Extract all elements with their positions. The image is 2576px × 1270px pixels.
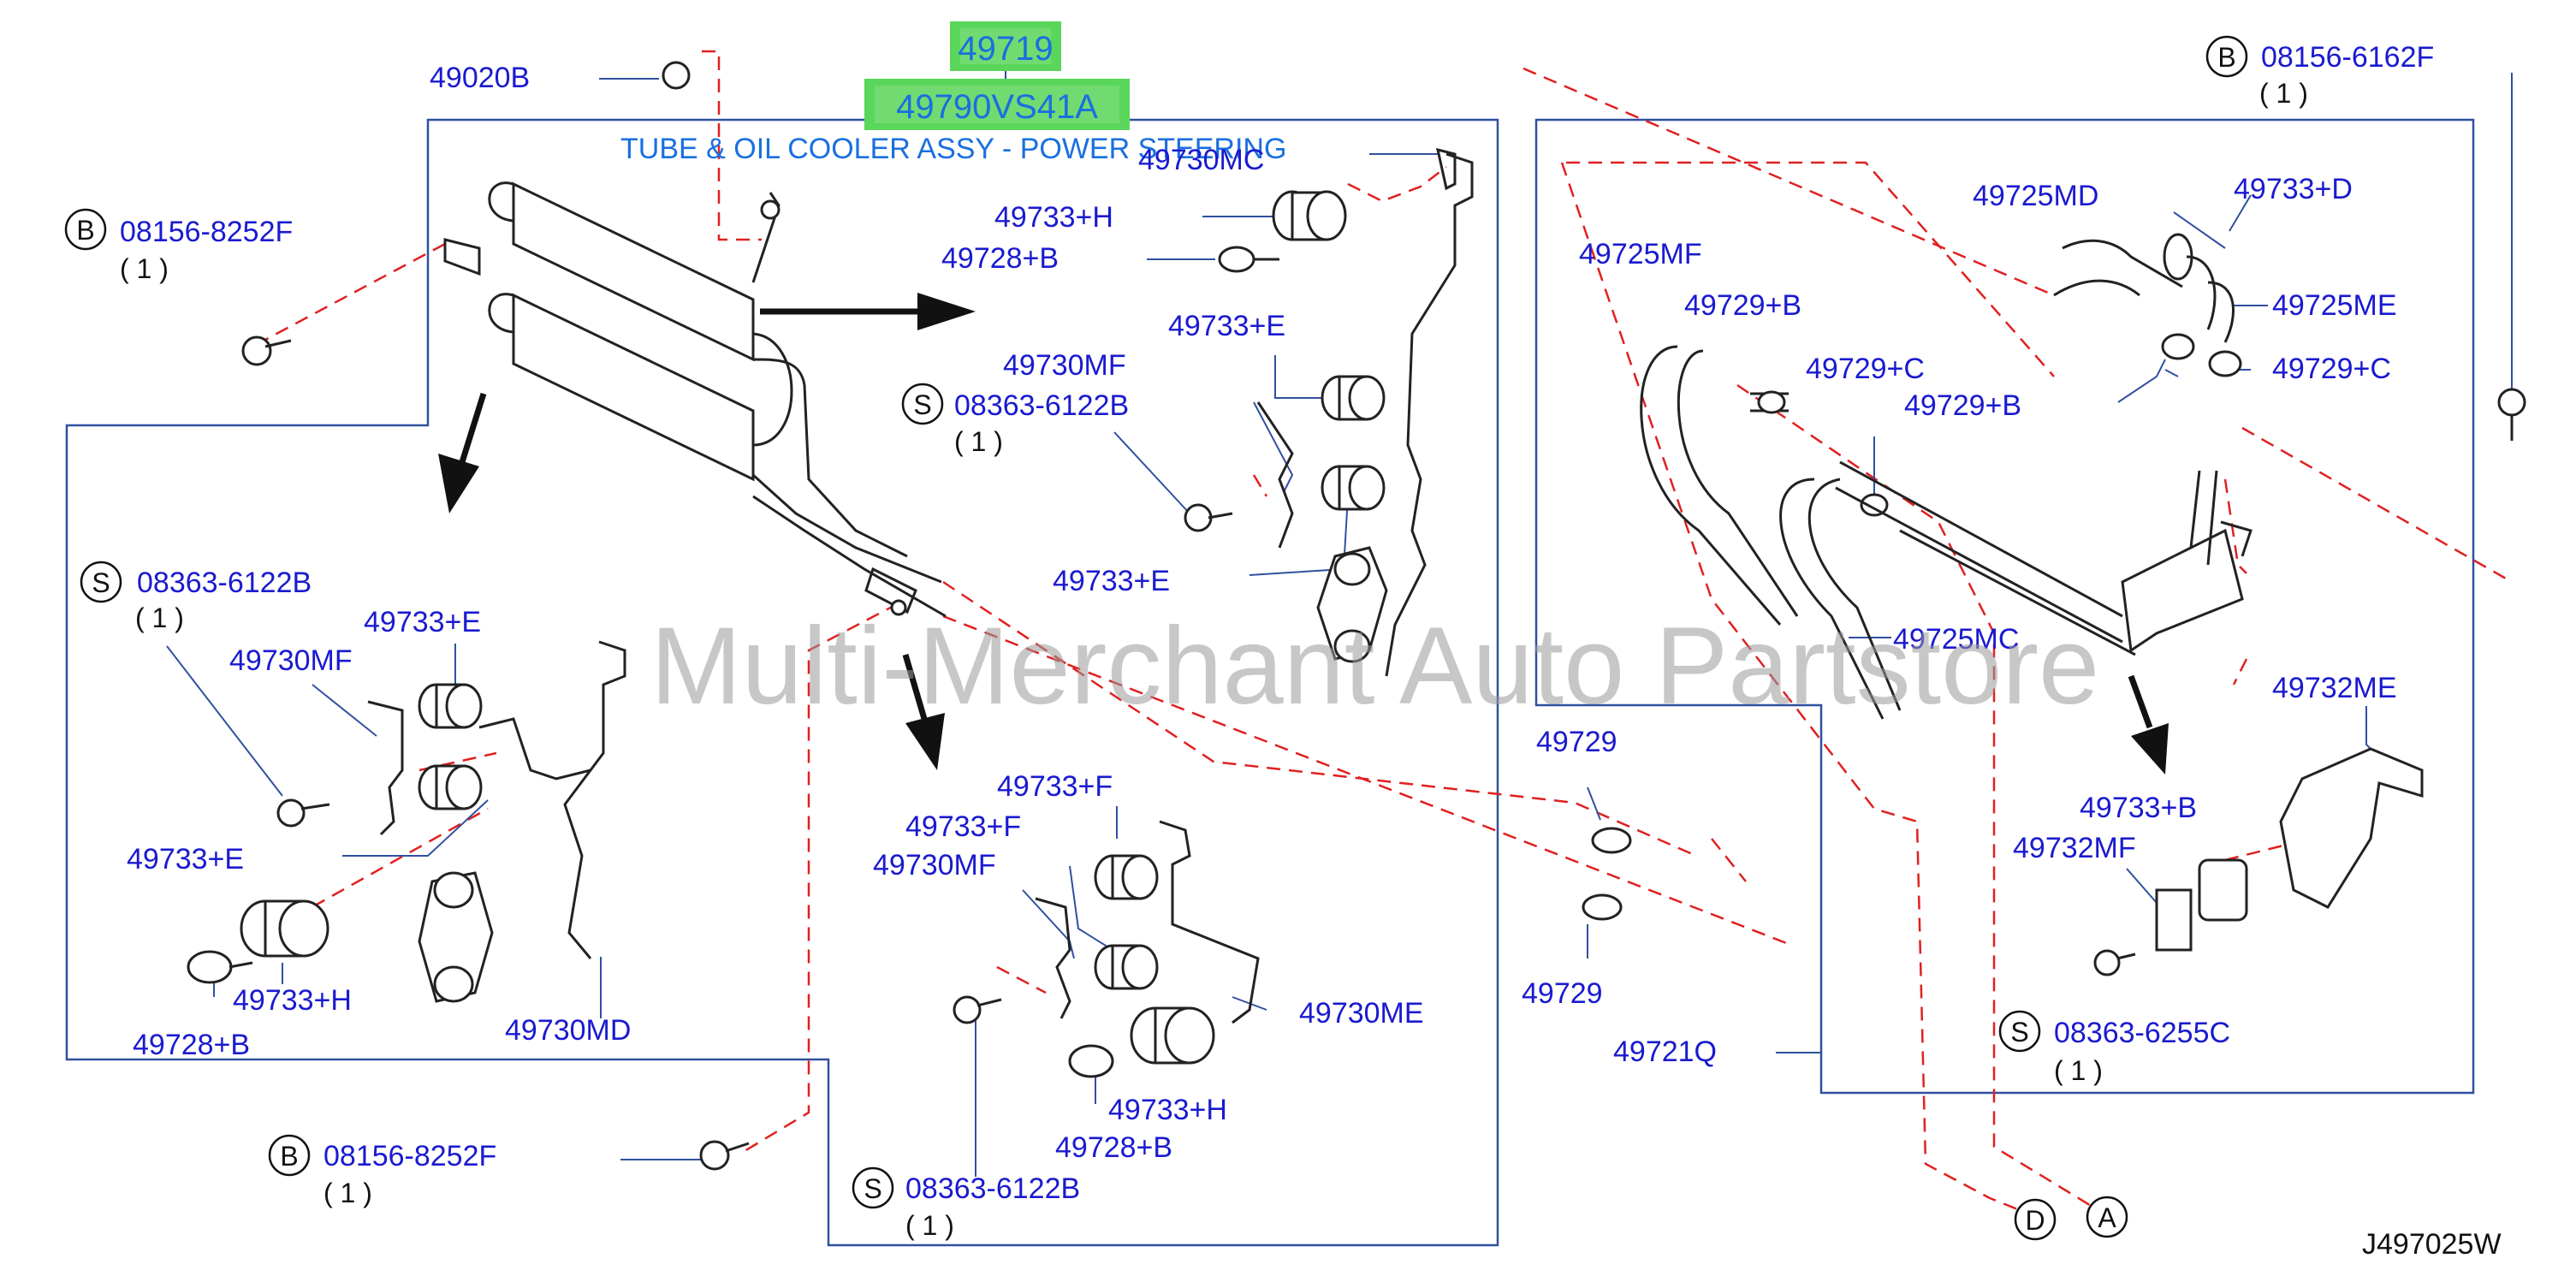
callout-s-left: S [80, 561, 122, 603]
label-08363-6122B-bottom[interactable]: 08363-6122B [905, 1172, 1080, 1205]
highlight-part-a[interactable]: 49719 [950, 21, 1061, 71]
highlight-part-b[interactable]: 49790VS41A [864, 79, 1130, 130]
label-49729-a[interactable]: 49729 [1536, 726, 1617, 758]
quantities: ( 1 ) ( 1 ) ( 1 ) ( 1 ) ( 1 ) ( 1 ) ( 1 … [120, 78, 2308, 1241]
label-49730MD[interactable]: 49730MD [505, 1014, 631, 1047]
label-08156-8252F-bottom-left[interactable]: 08156-8252F [323, 1140, 496, 1172]
label-49730MC[interactable]: 49730MC [1138, 144, 1264, 176]
label-08363-6255C[interactable]: 08363-6255C [2054, 1017, 2230, 1049]
label-08363-6122B-top[interactable]: 08363-6122B [954, 389, 1129, 422]
label-49733B[interactable]: 49733+B [2080, 792, 2197, 824]
arrow-down-left [438, 392, 487, 513]
label-08156-6162F[interactable]: 08156-6162F [2261, 41, 2434, 74]
label-49733E-left[interactable]: 49733+E [364, 606, 481, 638]
label-49733F-a[interactable]: 49733+F [997, 770, 1113, 803]
svg-text:A: A [2098, 1202, 2116, 1233]
label-49725MC[interactable]: 49725MC [1893, 623, 2019, 656]
highlight-part-b-text: 49790VS41A [896, 88, 1098, 126]
svg-text:B: B [280, 1141, 298, 1172]
bracket-group-top [1184, 147, 1474, 677]
callout-s-top: S [901, 383, 944, 425]
arrow-right [760, 293, 976, 330]
label-49733H-top[interactable]: 49733+H [994, 201, 1113, 234]
bolts [241, 61, 2526, 1171]
label-49730MF-left[interactable]: 49730MF [229, 644, 353, 677]
callout-s-bottom: S [852, 1166, 894, 1209]
label-49729B-a[interactable]: 49729+B [1684, 289, 1801, 322]
labels: TUBE & OIL COOLER ASSY - POWER STEERING … [120, 41, 2434, 1205]
label-49721Q[interactable]: 49721Q [1613, 1036, 1717, 1068]
callout-b-bottom-left: B [268, 1134, 311, 1177]
qty-08156-top-right: ( 1 ) [2259, 78, 2308, 109]
drawing-id: J497025W [2362, 1228, 2502, 1261]
label-49733E-mid[interactable]: 49733+E [1053, 565, 1170, 597]
qty-08363-bottom: ( 1 ) [905, 1210, 954, 1241]
qty-08156-top-left: ( 1 ) [120, 253, 169, 284]
bracket-group-bottom [953, 820, 1260, 1078]
label-08156-8252F-top-left[interactable]: 08156-8252F [120, 216, 293, 248]
label-49733E-top[interactable]: 49733+E [1168, 310, 1285, 342]
highlight-part-a-text: 49719 [958, 30, 1053, 68]
arrow-down-right [2128, 674, 2169, 774]
callout-d: D [2014, 1198, 2057, 1241]
svg-text:B: B [2217, 42, 2235, 73]
svg-text:S: S [913, 389, 931, 420]
callout-a: A [2086, 1196, 2128, 1238]
label-49733H-left[interactable]: 49733+H [233, 984, 352, 1017]
label-49728B-left[interactable]: 49728+B [133, 1029, 250, 1061]
svg-text:B: B [76, 215, 94, 246]
label-49732MF[interactable]: 49732MF [2013, 832, 2136, 864]
callout-b-top-right: B [2205, 35, 2248, 78]
label-49725ME[interactable]: 49725ME [2272, 289, 2397, 322]
frame-right-assembly [1534, 118, 2475, 1095]
watermark: Multi-Merchant Auto Partstore [650, 605, 2099, 727]
label-08363-6122B-left[interactable]: 08363-6122B [137, 567, 312, 599]
callout-s-right: S [1998, 1010, 2041, 1053]
oil-cooler-illustration [443, 181, 947, 618]
qty-08363-6255C: ( 1 ) [2054, 1055, 2103, 1086]
label-49728B-top[interactable]: 49728+B [941, 242, 1059, 275]
hose-group-right [1582, 233, 2424, 952]
label-49730MF-top[interactable]: 49730MF [1003, 349, 1126, 382]
label-49733F-b[interactable]: 49733+F [905, 810, 1021, 843]
qty-08156-bottom-left: ( 1 ) [323, 1178, 372, 1208]
label-49020B[interactable]: 49020B [430, 62, 530, 94]
label-49725MD[interactable]: 49725MD [1973, 180, 2098, 212]
callout-b-top-left: B [64, 208, 107, 251]
assembly-title[interactable]: TUBE & OIL COOLER ASSY - POWER STEERING [620, 133, 1286, 165]
label-49729C-b[interactable]: 49729+C [2272, 353, 2391, 385]
qty-08363-top: ( 1 ) [954, 426, 1003, 457]
label-49729C-a[interactable]: 49729+C [1806, 353, 1925, 385]
svg-text:S: S [2010, 1017, 2028, 1047]
label-49733D[interactable]: 49733+D [2234, 173, 2353, 205]
label-49733E-left2[interactable]: 49733+E [127, 843, 244, 875]
label-49733H-bottom[interactable]: 49733+H [1108, 1094, 1227, 1126]
label-49730ME[interactable]: 49730ME [1299, 997, 1424, 1030]
svg-text:S: S [92, 567, 110, 598]
routing-lines [252, 50, 2513, 1217]
callouts: B B B S S S S D [64, 35, 2248, 1241]
svg-text:S: S [864, 1173, 881, 1204]
qty-08363-left: ( 1 ) [135, 602, 184, 633]
frame-left-assembly [65, 118, 1499, 1247]
direction-arrows [438, 293, 2169, 774]
label-49730MF-bottom[interactable]: 49730MF [873, 849, 996, 881]
svg-text:D: D [2025, 1205, 2045, 1236]
label-49729B-b[interactable]: 49729+B [1904, 389, 2021, 422]
bracket-group-left [187, 640, 626, 1003]
arrow-down-middle [902, 654, 945, 770]
label-49725MF[interactable]: 49725MF [1579, 238, 1702, 270]
label-49729-b[interactable]: 49729 [1522, 977, 1603, 1010]
label-49732ME[interactable]: 49732ME [2272, 672, 2397, 704]
label-49728B-bottom[interactable]: 49728+B [1055, 1131, 1172, 1164]
